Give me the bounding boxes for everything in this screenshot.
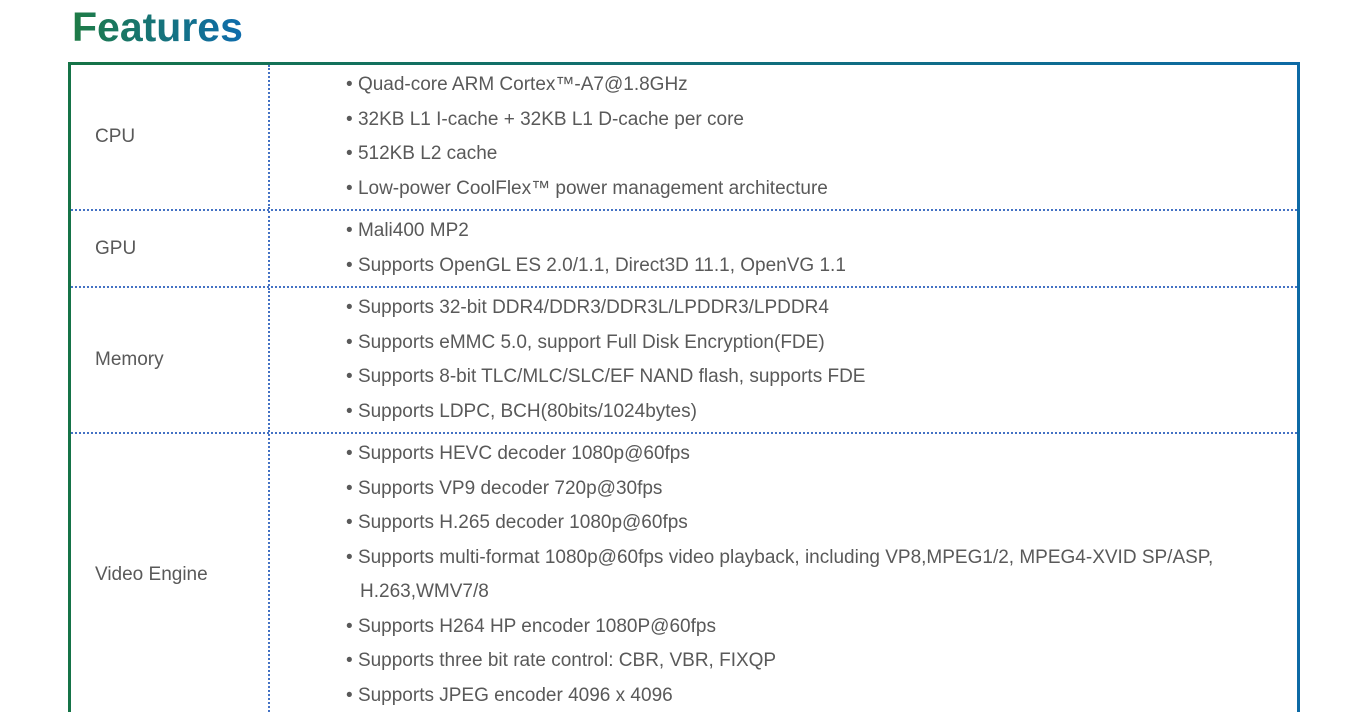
row-label-cell: Memory	[71, 288, 268, 432]
feature-item: Low-power CoolFlex™ power management arc…	[346, 172, 1283, 207]
feature-item: 32KB L1 I-cache + 32KB L1 D-cache per co…	[346, 103, 1283, 138]
row-content-cell: Supports 32-bit DDR4/DDR3/DDR3L/LPDDR3/L…	[268, 288, 1297, 432]
feature-item: Mali400 MP2	[346, 214, 1283, 249]
feature-item: Supports three bit rate control: CBR, VB…	[346, 644, 1283, 679]
feature-item: Supports JPEG encoder 4096 x 4096	[346, 679, 1283, 712]
feature-item: Supports H.265 decoder 1080p@60fps	[346, 506, 1283, 541]
table-row: Memory Supports 32-bit DDR4/DDR3/DDR3L/LP…	[71, 286, 1297, 432]
table-row: Video Engine Supports HEVC decoder 1080p@…	[71, 432, 1297, 712]
feature-item: Supports OpenGL ES 2.0/1.1, Direct3D 11.…	[346, 249, 1283, 284]
table-row: GPU Mali400 MP2Supports OpenGL ES 2.0/1.1…	[71, 209, 1297, 286]
row-label-cell: GPU	[71, 211, 268, 286]
row-label-cell: CPU	[71, 65, 268, 209]
feature-item: Supports H264 HP encoder 1080P@60fps	[346, 610, 1283, 645]
row-label: Video Engine	[95, 564, 208, 585]
feature-list: Mali400 MP2Supports OpenGL ES 2.0/1.1, D…	[346, 214, 1283, 283]
feature-item: Supports HEVC decoder 1080p@60fps	[346, 437, 1283, 472]
row-content-cell: Supports HEVC decoder 1080p@60fpsSupport…	[268, 434, 1297, 712]
feature-item: Quad-core ARM Cortex™-A7@1.8GHz	[346, 68, 1283, 103]
feature-list: Quad-core ARM Cortex™-A7@1.8GHz32KB L1 I…	[346, 68, 1283, 206]
row-label-cell: Video Engine	[71, 434, 268, 712]
row-content-cell: Quad-core ARM Cortex™-A7@1.8GHz32KB L1 I…	[268, 65, 1297, 209]
feature-list: Supports HEVC decoder 1080p@60fpsSupport…	[346, 437, 1283, 712]
feature-list: Supports 32-bit DDR4/DDR3/DDR3L/LPDDR3/L…	[346, 291, 1283, 429]
feature-item: Supports 8-bit TLC/MLC/SLC/EF NAND flash…	[346, 360, 1283, 395]
row-content-cell: Mali400 MP2Supports OpenGL ES 2.0/1.1, D…	[268, 211, 1297, 286]
row-label: Memory	[95, 349, 164, 370]
feature-item: 512KB L2 cache	[346, 137, 1283, 172]
page-title: Features	[72, 4, 243, 50]
row-label: CPU	[95, 126, 136, 147]
feature-item: Supports multi-format 1080p@60fps video …	[346, 541, 1283, 610]
table-row: CPU Quad-core ARM Cortex™-A7@1.8GHz32KB L…	[71, 65, 1297, 209]
feature-item: Supports 32-bit DDR4/DDR3/DDR3L/LPDDR3/L…	[346, 291, 1283, 326]
feature-item: Supports VP9 decoder 720p@30fps	[346, 472, 1283, 507]
features-table: CPU Quad-core ARM Cortex™-A7@1.8GHz32KB L…	[68, 62, 1300, 712]
feature-item: Supports eMMC 5.0, support Full Disk Enc…	[346, 326, 1283, 361]
feature-item: Supports LDPC, BCH(80bits/1024bytes)	[346, 395, 1283, 430]
row-label: GPU	[95, 237, 137, 259]
